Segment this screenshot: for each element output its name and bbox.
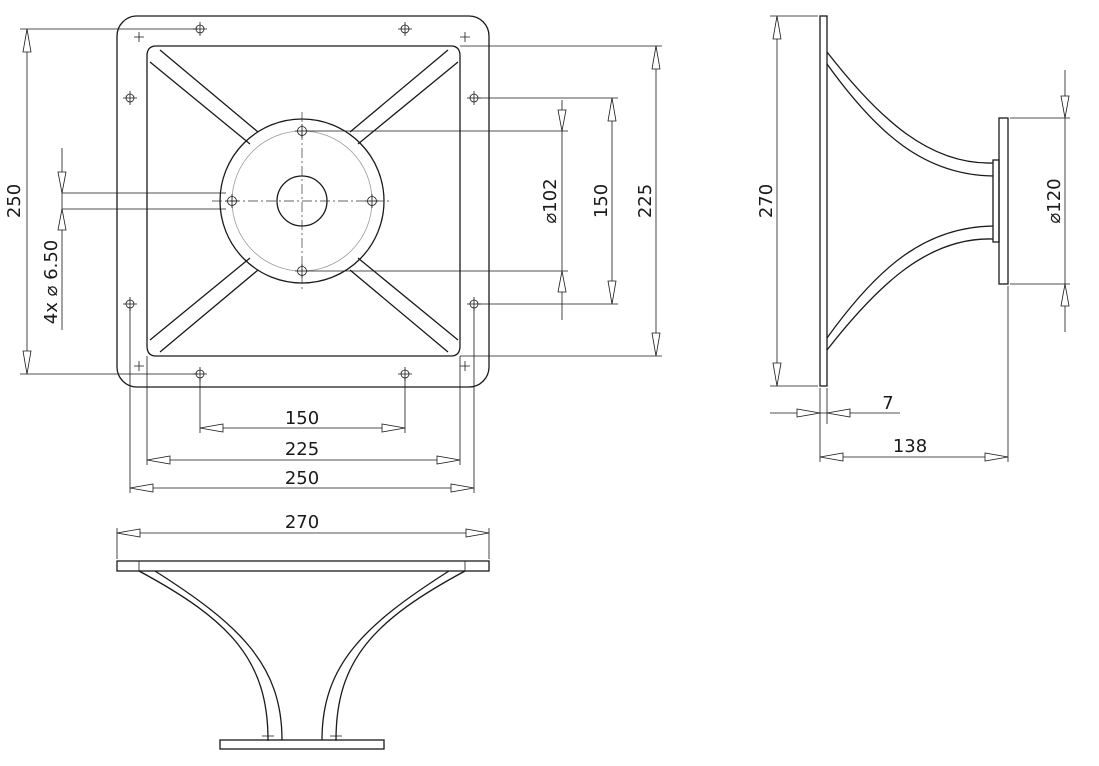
- dim-hole-callout: 4x ⌀ 6.50: [41, 240, 62, 324]
- dim-side-height: 270: [756, 184, 777, 218]
- front-inner-frame: [146, 45, 461, 357]
- dim-inner-225-vertical: 225: [635, 184, 656, 218]
- side-horn-lower-wall: [826, 225, 994, 351]
- dim-diameter-120: ⌀120: [1044, 178, 1065, 223]
- side-throat-neck: [992, 159, 1000, 243]
- front-center-lines: [212, 112, 392, 290]
- strut-top-left: [149, 49, 259, 145]
- strut-bottom-left: [149, 257, 259, 353]
- side-horn-upper-wall: [826, 51, 994, 177]
- side-dimensions: 270 ⌀120 7 138: [756, 15, 1070, 462]
- front-flange-outline: [116, 15, 490, 388]
- top-view: [116, 560, 490, 750]
- top-horn-left-wall: [138, 570, 283, 741]
- top-dimensions: 270: [116, 512, 490, 559]
- dim-plate-thickness: 7: [882, 393, 893, 414]
- front-dimensions: 250 4x ⌀ 6.50 ⌀102 150 225 150 225: [4, 28, 662, 493]
- dim-depth: 138: [893, 436, 927, 457]
- front-view: [116, 15, 490, 388]
- strut-bottom-right: [349, 257, 459, 353]
- flange-mounting-holes: [123, 22, 481, 381]
- side-mouth-plate: [819, 15, 828, 387]
- top-mouth-plate: [116, 560, 490, 572]
- strut-top-right: [349, 49, 459, 145]
- dim-bottom-250: 250: [285, 468, 319, 489]
- top-horn-right-wall: [321, 570, 466, 741]
- dim-top-width: 270: [285, 512, 319, 533]
- dim-bottom-225: 225: [285, 439, 319, 460]
- side-view: [819, 15, 1009, 387]
- top-throat-flange: [219, 739, 385, 750]
- dim-bottom-150: 150: [285, 408, 319, 429]
- dim-inner-150-vertical: 150: [591, 184, 612, 218]
- dim-diameter-102: ⌀102: [540, 178, 561, 223]
- dim-front-height: 250: [4, 184, 25, 218]
- side-throat-flange: [998, 117, 1009, 285]
